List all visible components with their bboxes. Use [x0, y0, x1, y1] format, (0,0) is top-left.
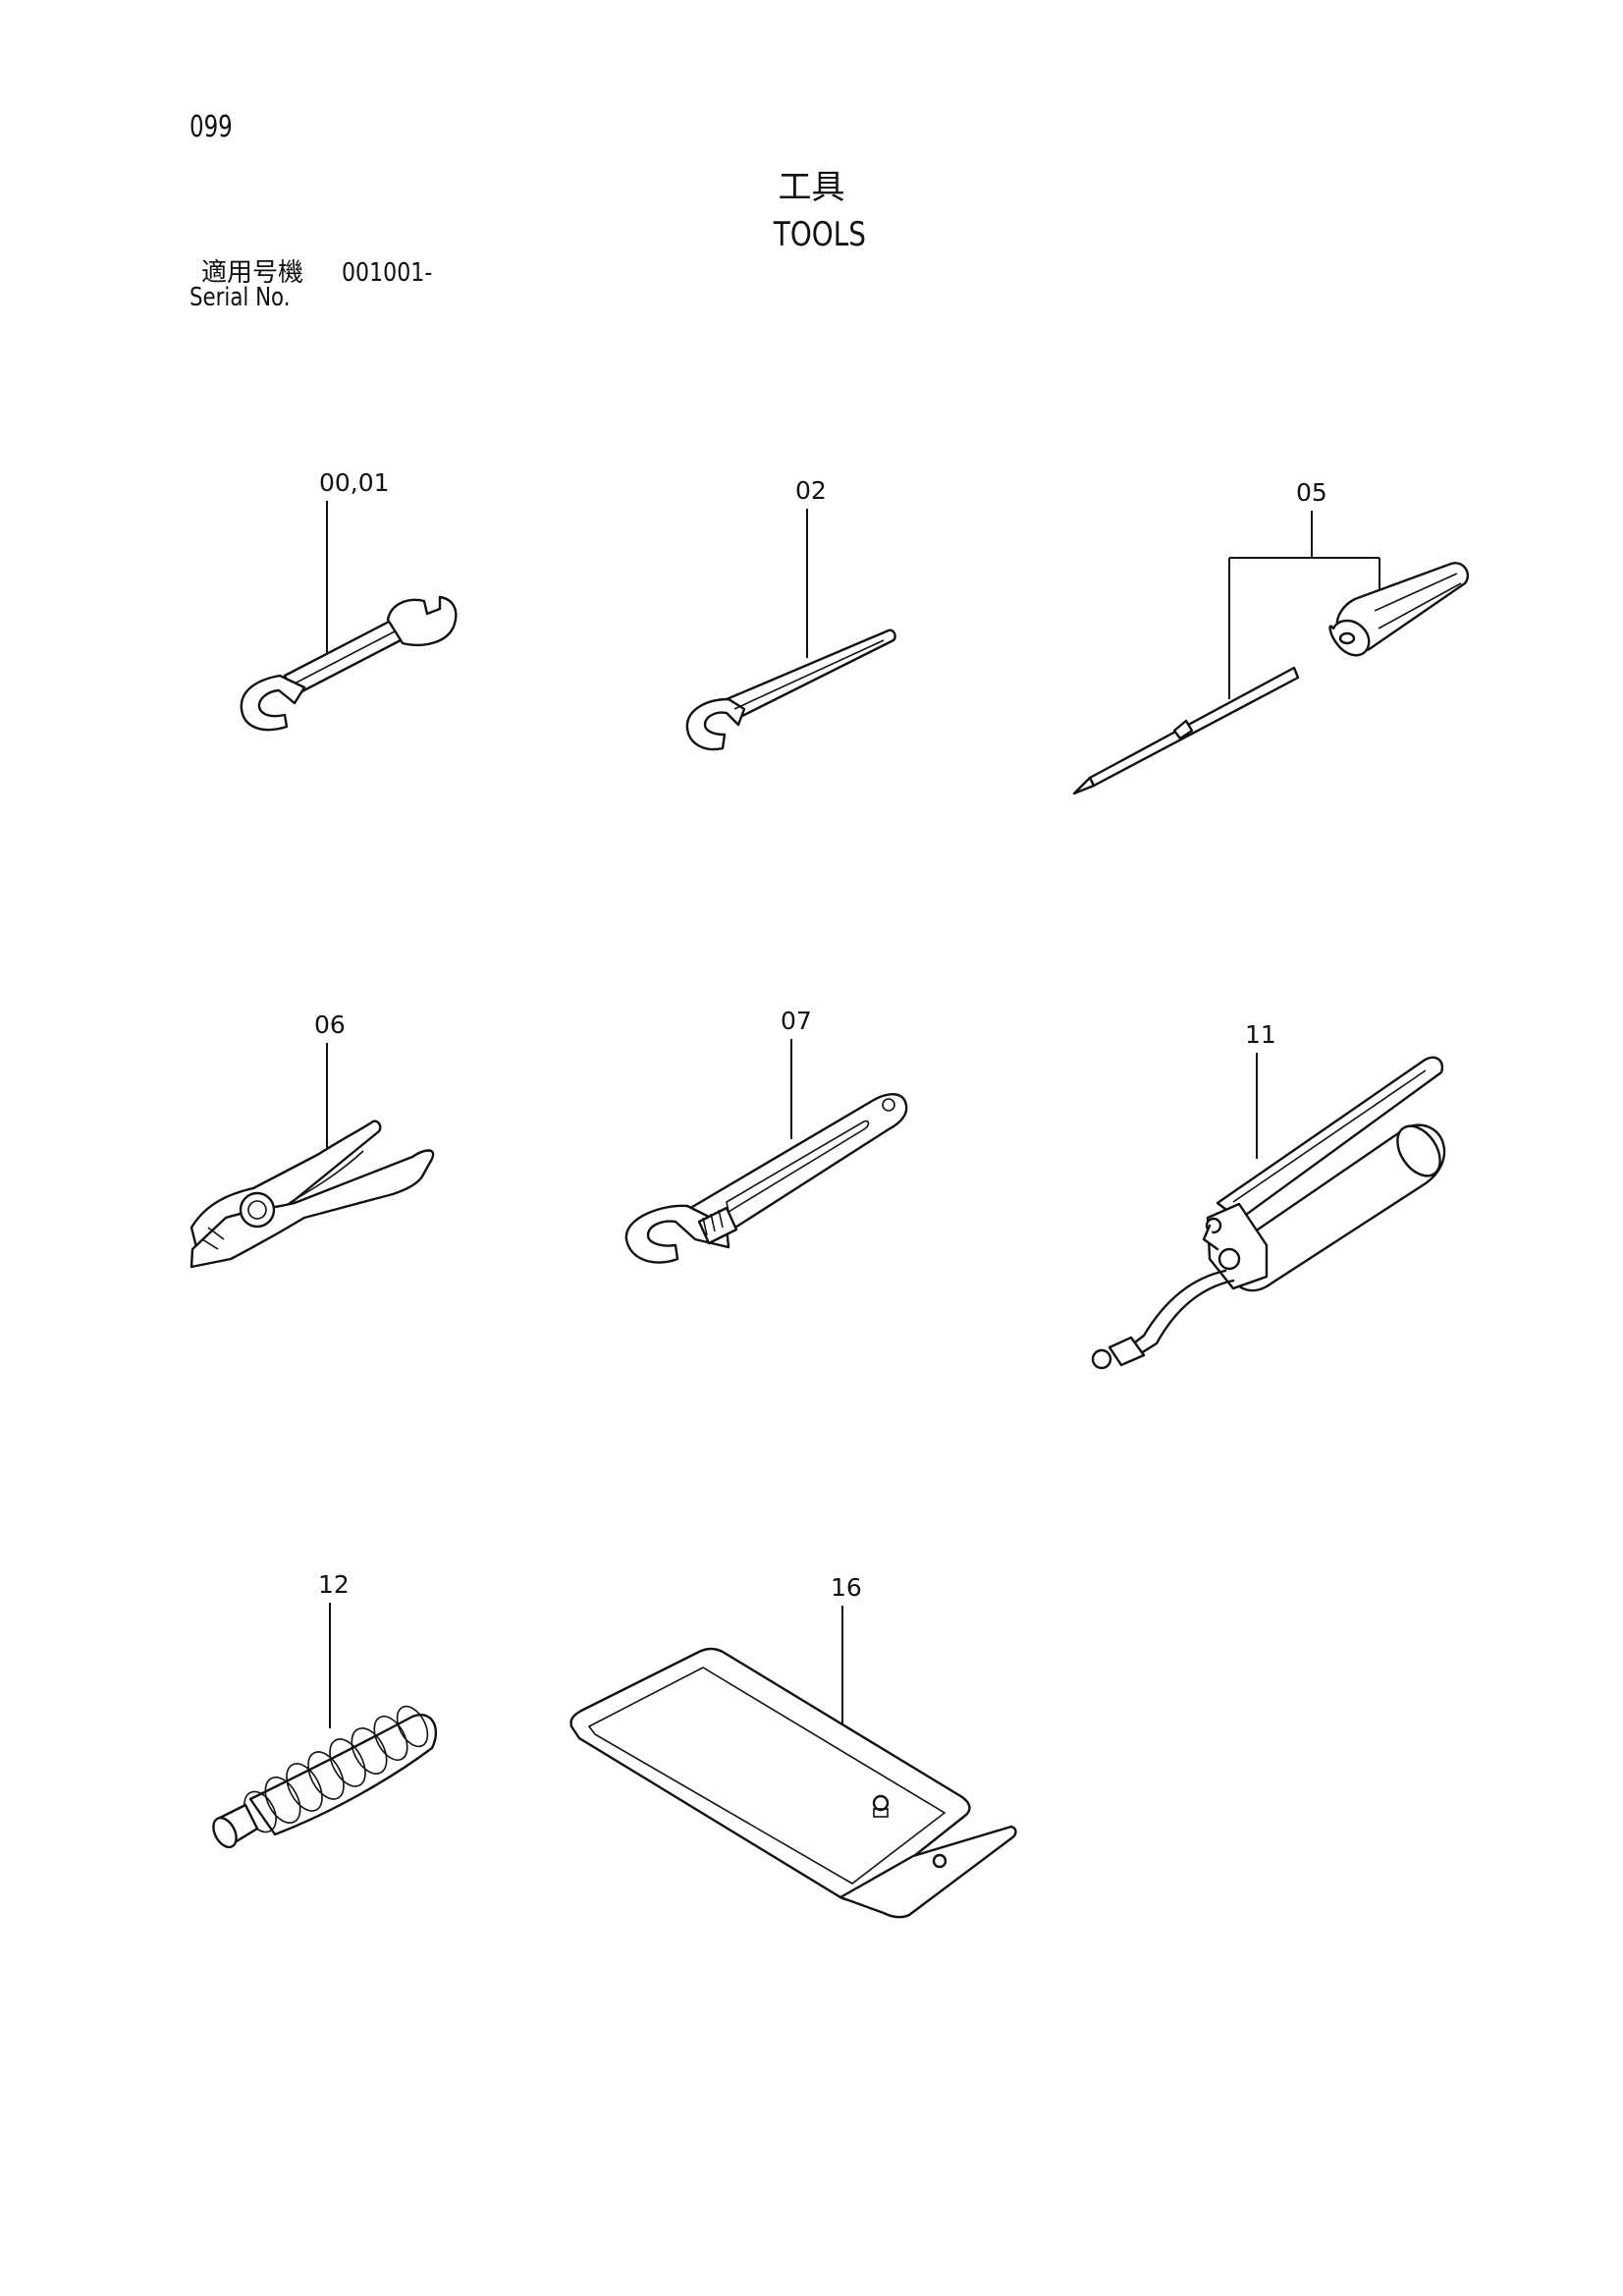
part-tool-bag[interactable]: 16	[569, 1573, 1017, 1919]
part-wrench-double[interactable]: 00,01	[240, 468, 458, 732]
page-title-english: TOOLS	[773, 215, 866, 254]
part-label: 16	[831, 1573, 862, 1602]
double-open-end-wrench-icon	[240, 595, 458, 732]
pliers-icon	[189, 1120, 435, 1269]
part-label: 00,01	[319, 468, 390, 497]
part-screwdriver[interactable]: 05	[1072, 478, 1470, 795]
part-label: 07	[781, 1007, 812, 1035]
part-label: 12	[318, 1570, 350, 1599]
serial-number-value: 001001-	[342, 258, 433, 288]
page-title-japanese: 工具	[778, 168, 845, 207]
page-number: 099	[189, 110, 233, 144]
part-label: 06	[314, 1011, 346, 1039]
grease-gun-icon	[1091, 1056, 1446, 1370]
adjustable-wrench-icon	[624, 1093, 908, 1264]
screwdriver-icon	[1072, 562, 1470, 795]
serial-label-japanese: 適用号機	[201, 258, 304, 288]
part-label: 05	[1296, 478, 1327, 507]
part-label: 11	[1245, 1020, 1276, 1049]
part-wrench-single[interactable]: 02	[685, 476, 896, 751]
part-pliers[interactable]: 06	[189, 1011, 435, 1269]
part-adjustable-wrench[interactable]: 07	[624, 1007, 908, 1264]
tool-bag-icon	[569, 1647, 1017, 1919]
part-grease-gun[interactable]: 11	[1091, 1020, 1449, 1370]
serial-label-english: Serial No.	[189, 283, 291, 312]
single-open-end-wrench-icon	[685, 629, 896, 751]
bellows-boot-icon	[212, 1705, 438, 1849]
part-label: 02	[795, 476, 827, 505]
part-boot[interactable]: 12	[209, 1570, 438, 1851]
